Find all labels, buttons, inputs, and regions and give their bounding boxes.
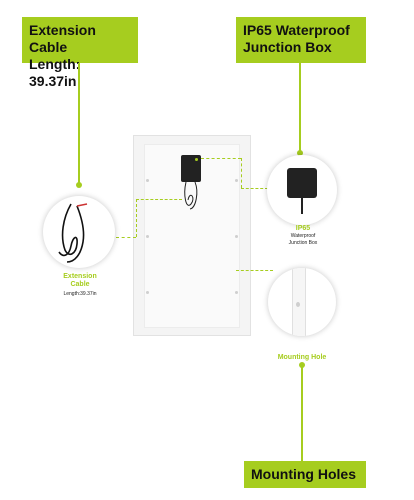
cable-leader-line — [78, 63, 80, 185]
hole-callout-title: Mounting Hole — [277, 354, 327, 361]
mounting-hole-zoom-hole — [296, 302, 300, 307]
extension-cable-tag: Extension Cable Length: 39.37in — [22, 17, 138, 89]
junction-box — [181, 155, 201, 182]
cable-callout-title: Extension Cable — [46, 273, 114, 289]
extension-cable-tag-line2: Length: 39.37in — [29, 56, 81, 89]
mounting-hole-left-mid — [146, 235, 149, 238]
mounting-hole-magnifier — [268, 268, 336, 336]
jbox-leader-line — [299, 63, 301, 153]
jbox-magnifier — [267, 155, 337, 225]
mounting-hole-left-bottom — [146, 291, 149, 294]
mounting-hole-right-top — [235, 179, 238, 182]
holes-leader-dot — [299, 362, 305, 368]
junction-box-tag-line1: IP65 Waterproof — [243, 22, 350, 38]
jbox-dash-connector-end — [241, 188, 268, 189]
hole-dash-connector — [236, 270, 273, 271]
cable-coil-icon — [58, 203, 88, 263]
mounting-hole-left-top — [146, 179, 149, 182]
junction-box-tag: IP65 Waterproof Junction Box — [236, 17, 366, 63]
jbox-callout-detail: Waterproof Junction Box — [268, 233, 338, 247]
cable-magnifier — [43, 196, 115, 268]
mounting-holes-tag: Mounting Holes — [244, 461, 366, 488]
solar-panel — [133, 135, 251, 336]
cable-dash-connector-vertical — [136, 199, 137, 237]
junction-box-tag-line2: Junction Box — [243, 39, 332, 55]
mounting-hole-right-mid — [235, 235, 238, 238]
jbox-dash-connector — [201, 158, 241, 159]
jbox-leader-dot — [297, 150, 303, 156]
jbox-dash-connector-vertical — [241, 158, 242, 188]
cable-callout-title-line1: Extension — [63, 273, 97, 280]
jbox-zoom-icon — [287, 168, 317, 198]
cable-callout-title-line2: Cable — [70, 281, 90, 288]
cable-dash-connector-top — [136, 199, 182, 200]
extension-cable-tag-line1: Extension Cable — [29, 22, 96, 55]
cable-leader-dot — [76, 182, 82, 188]
jbox-zoom-cable — [301, 198, 303, 214]
cable-callout-detail: Length:39.37in — [63, 291, 97, 297]
mounting-hole-right-bottom — [235, 291, 238, 294]
cable-dash-connector — [116, 237, 136, 238]
jbox-callout-detail-line1: Waterproof — [290, 233, 316, 239]
holes-leader-line — [301, 364, 303, 461]
jbox-callout-detail-line2: Junction Box — [288, 240, 318, 246]
jbox-callout-title: IP65 — [295, 225, 311, 232]
